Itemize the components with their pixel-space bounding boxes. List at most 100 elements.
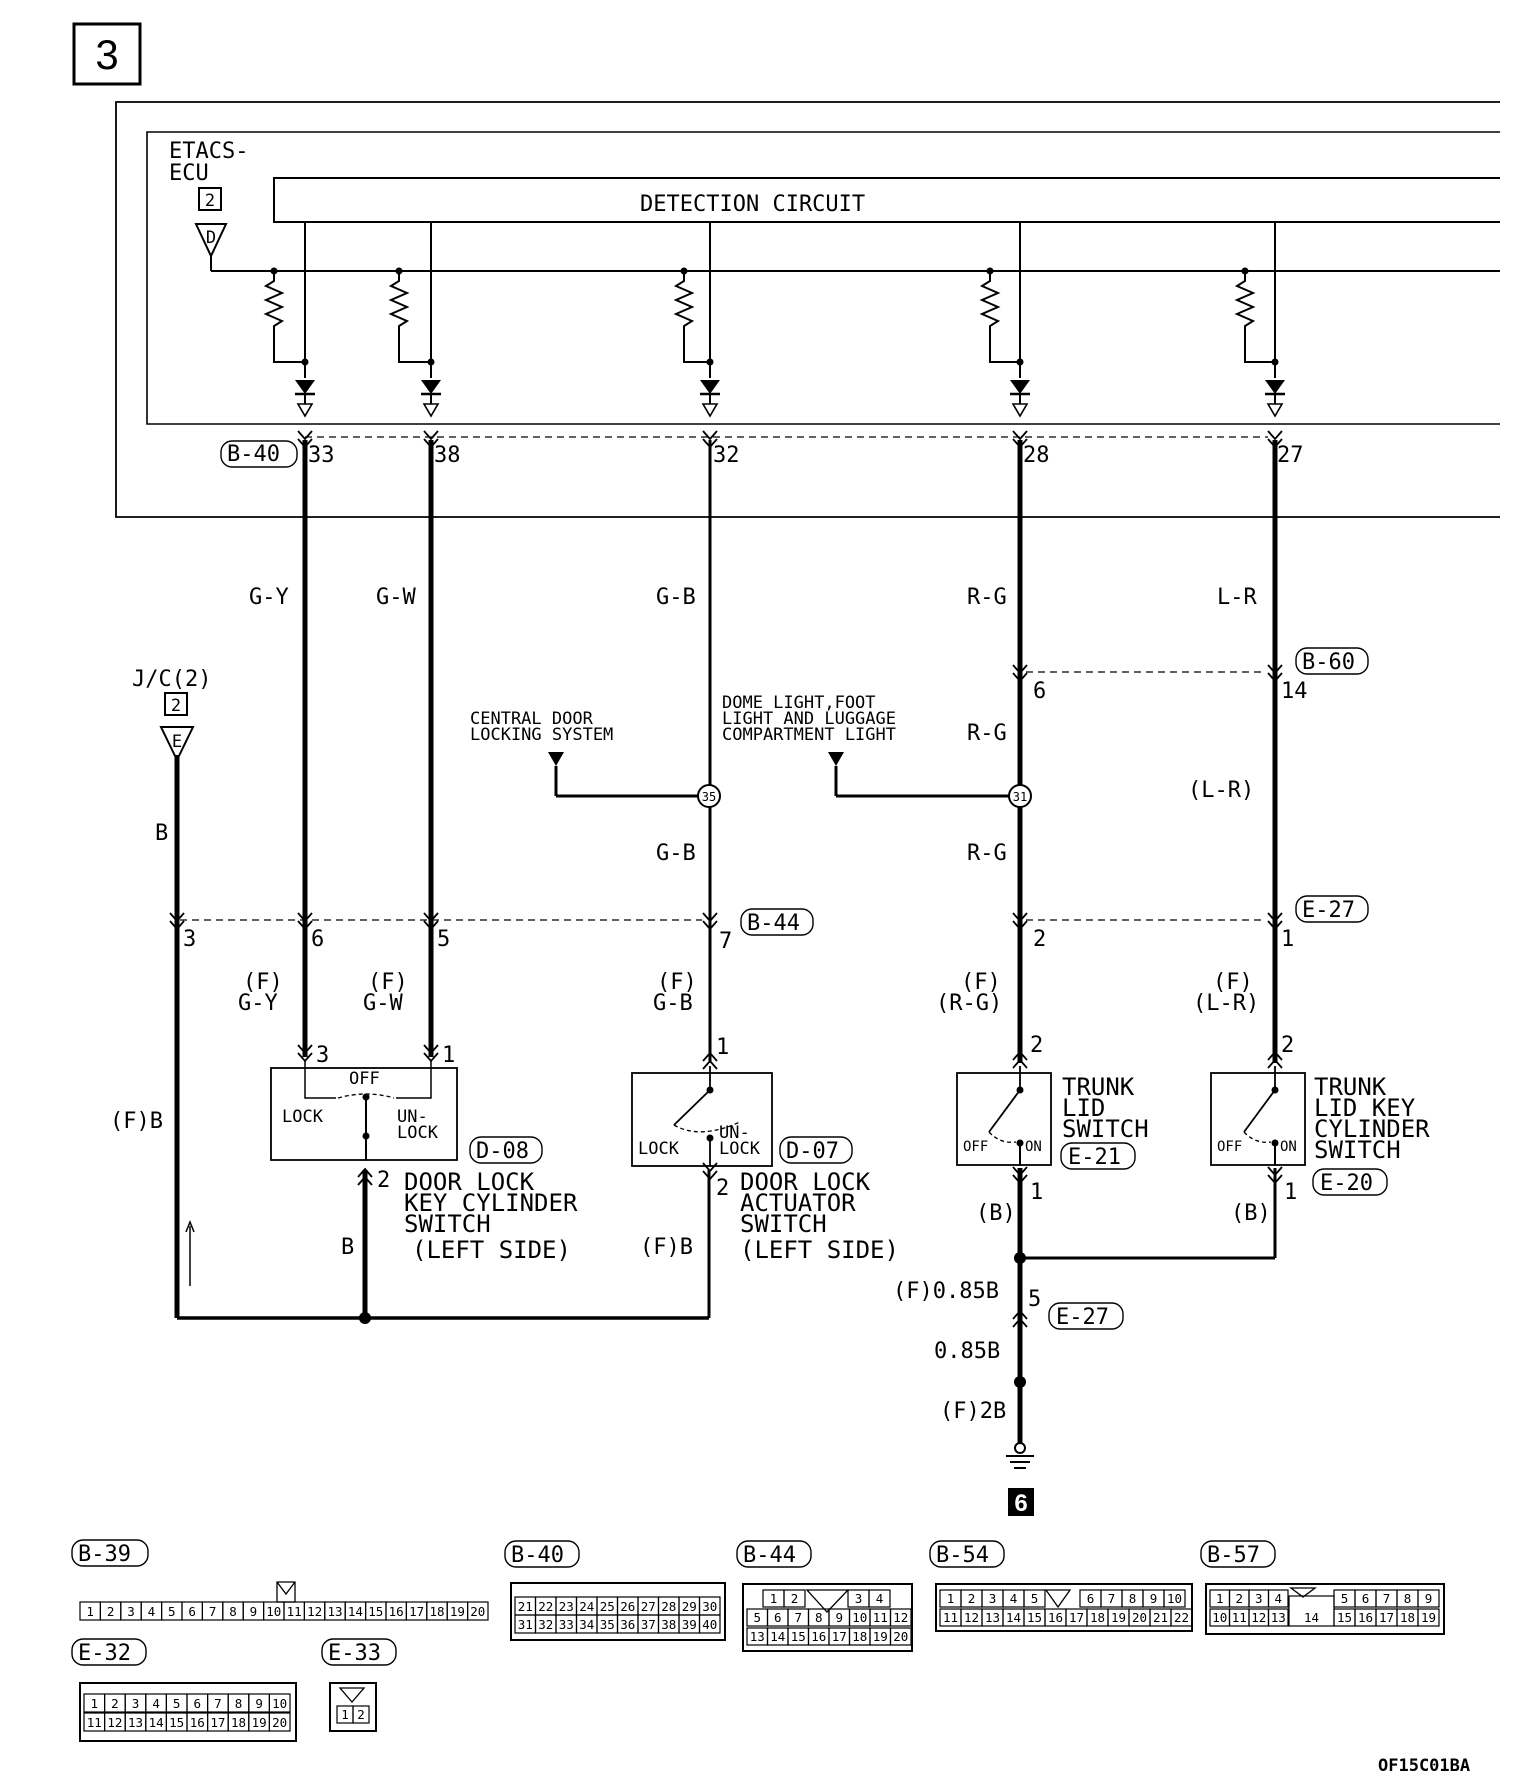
connector-pin: 1 <box>770 1591 778 1606</box>
pin-b40-32: 32 <box>713 443 740 468</box>
connector-pin: 4 <box>1274 1591 1282 1606</box>
connector-pin: 1 <box>91 1696 99 1711</box>
connector-view-label: B-39 <box>78 1542 131 1567</box>
connector-pin: 20 <box>893 1629 908 1644</box>
e21-switch-box <box>956 1072 1052 1166</box>
connector-pin: 6 <box>774 1610 782 1625</box>
connector-pin: 21 <box>1153 1610 1168 1625</box>
splice-35 <box>697 784 721 808</box>
connector-pin: 14 <box>348 1604 363 1619</box>
pin-b44-3: 3 <box>183 927 196 952</box>
drawing-code: OF15C01BA <box>1378 1756 1470 1776</box>
connector-pin: 30 <box>702 1599 717 1614</box>
ecu-channel <box>1236 222 1287 448</box>
connector-pin: 20 <box>1132 1610 1147 1625</box>
pin-b40-38: 38 <box>434 443 461 468</box>
dome-label-1: DOME LIGHT,FOOT <box>722 693 876 713</box>
wire-label-f2b: (F)2B <box>940 1399 1006 1424</box>
connector-pin: 14 <box>1304 1610 1319 1625</box>
connector-pin: 16 <box>190 1715 205 1730</box>
wire-label-f3: (F) <box>657 970 697 995</box>
connector-pin: 14 <box>770 1629 785 1644</box>
connector-pin: 1 <box>1216 1591 1224 1606</box>
d08-name-3: SWITCH <box>404 1210 491 1238</box>
connector-pin: 17 <box>409 1604 424 1619</box>
e20-name-2: LID KEY <box>1314 1094 1416 1122</box>
d07-name-4: (LEFT SIDE) <box>740 1236 899 1264</box>
wire-label-gw2: G-W <box>363 991 403 1016</box>
page-number-box <box>72 22 142 86</box>
e20-switch-box <box>1210 1072 1306 1166</box>
connector-pin: 6 <box>188 1604 196 1619</box>
d07-switch-box <box>631 1072 773 1167</box>
connector-pin: 19 <box>1421 1610 1436 1625</box>
connector-pin: 18 <box>231 1715 246 1730</box>
connector-pin: 19 <box>450 1604 465 1619</box>
jc-ground-triangle <box>159 726 195 763</box>
connector-pin: 12 <box>307 1604 322 1619</box>
connector-pin: 8 <box>1404 1591 1412 1606</box>
connector-pin: 39 <box>682 1617 697 1632</box>
wire-label-b4: (B) <box>1231 1201 1271 1226</box>
d07-un: UN- <box>719 1123 750 1143</box>
splice-35-label: 35 <box>702 790 716 804</box>
e21-name-3: SWITCH <box>1062 1115 1149 1143</box>
connector-pin: 14 <box>149 1715 164 1730</box>
pin-e27-2: 2 <box>1033 927 1046 952</box>
connector-pin: 11 <box>1232 1610 1247 1625</box>
d08-name-2: KEY CYLINDER <box>404 1189 578 1217</box>
dome-label-2: LIGHT AND LUGGAGE <box>722 709 896 729</box>
connector-pin: 15 <box>1027 1610 1042 1625</box>
connector-pin: 9 <box>250 1604 258 1619</box>
e21-label: E-21 <box>1068 1145 1121 1170</box>
connector-pin: 23 <box>559 1599 574 1614</box>
connector-pin: 17 <box>210 1715 225 1730</box>
connector-pin: 4 <box>876 1591 884 1606</box>
connector-pin: 5 <box>753 1610 761 1625</box>
pin-d07-1: 1 <box>716 1035 729 1060</box>
connector-pin: 3 <box>127 1604 135 1619</box>
wire-label-b085: 0.85B <box>934 1339 1000 1364</box>
connector-pin: 7 <box>794 1610 802 1625</box>
ecu-channels <box>265 222 1287 448</box>
connector-pin: 9 <box>255 1696 263 1711</box>
pin-d08-3: 3 <box>316 1043 329 1068</box>
connector-pin: 1 <box>947 1591 955 1606</box>
connector-pin: 4 <box>148 1604 156 1619</box>
connector-pin: 7 <box>209 1604 217 1619</box>
pin-d07-2: 2 <box>716 1176 729 1201</box>
page-number: 3 <box>95 31 118 78</box>
d08-name-1: DOOR LOCK <box>404 1168 535 1196</box>
ecu-name-2: ECU <box>169 161 209 186</box>
connector-pin: 12 <box>107 1715 122 1730</box>
wire-label-f4: (F) <box>961 970 1001 995</box>
wire-label-lr: L-R <box>1217 585 1257 610</box>
ground-ref: 6 <box>1014 1490 1027 1517</box>
cdl-label-1: CENTRAL DOOR <box>470 709 594 729</box>
d08-name-4: (LEFT SIDE) <box>412 1236 571 1264</box>
jc-ground-tag: E <box>172 732 182 752</box>
wires <box>174 440 1278 1443</box>
connector-pin: 11 <box>873 1610 888 1625</box>
wire-label-rg4: (R-G) <box>936 991 1002 1016</box>
connector-pin: 4 <box>1010 1591 1018 1606</box>
connector-pin: 2 <box>968 1591 976 1606</box>
connector-pin: 11 <box>287 1604 302 1619</box>
connector-pin: 34 <box>579 1617 594 1632</box>
connector-pin: 12 <box>1251 1610 1266 1625</box>
connector-pin: 11 <box>87 1715 102 1730</box>
wire-label-gb: G-B <box>656 585 696 610</box>
pin-e20-1: 1 <box>1284 1180 1297 1205</box>
b44-label: B-44 <box>747 911 800 936</box>
connector-pin: 18 <box>1090 1610 1105 1625</box>
splice-31-label: 31 <box>1013 790 1027 804</box>
b60-label: B-60 <box>1302 650 1355 675</box>
connector-pin: 2 <box>1235 1591 1243 1606</box>
d08-lock: LOCK <box>282 1107 324 1127</box>
ecu-inner-frame <box>146 131 1500 425</box>
connector-view-label: B-57 <box>1207 1543 1260 1568</box>
connector-pin: 3 <box>132 1696 140 1711</box>
connector-view-label: B-44 <box>743 1543 796 1568</box>
connector-pin: 13 <box>128 1715 143 1730</box>
connector-view-label: E-33 <box>328 1641 381 1666</box>
